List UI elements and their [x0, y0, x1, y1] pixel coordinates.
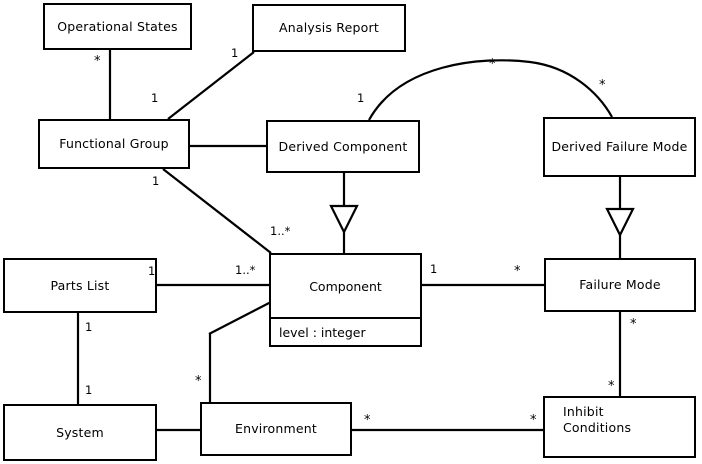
class-name-derived-component: Derived Component: [278, 138, 408, 154]
multiplicity-failure-mode-component: *: [514, 264, 521, 279]
multiplicity-failure-mode-inhibit-conditions: *: [630, 317, 637, 332]
multiplicity-component-functional-group: 1..*: [270, 224, 291, 238]
class-box-functional-group[interactable]: Functional Group: [38, 119, 190, 169]
multiplicity-parts-list-system: 1: [85, 320, 93, 334]
class-attribute-component-level: level : integer: [279, 324, 366, 340]
class-name-parts-list: Parts List: [50, 277, 110, 293]
edge-functional-group-component: [162, 168, 272, 254]
class-name-component: Component: [271, 255, 420, 319]
multiplicity-functional-group-analysis-report: 1: [151, 91, 159, 105]
edge-functional-group-analysis-report: [167, 51, 255, 120]
multiplicity-analysis-report-functional-group: 1: [231, 46, 239, 60]
multiplicity-parts-list-component: 1: [148, 264, 156, 278]
class-name-operational-states: Operational States: [57, 18, 178, 34]
class-name-functional-group: Functional Group: [59, 136, 169, 152]
class-box-component[interactable]: Component level : integer: [269, 253, 422, 347]
multiplicity-functional-group-derived-component: 1: [357, 91, 365, 105]
class-name-analysis-report: Analysis Report: [279, 20, 379, 36]
multiplicity-environment-component: *: [195, 374, 202, 389]
class-name-derived-failure-mode: Derived Failure Mode: [551, 139, 688, 155]
class-box-derived-failure-mode[interactable]: Derived Failure Mode: [543, 117, 696, 177]
multiplicity-functional-group-component: 1: [152, 174, 160, 188]
edge-environment-component-diagonal: [208, 301, 272, 335]
multiplicity-derived-failure-mode-arc-right: *: [599, 78, 606, 93]
multiplicity-component-failure-mode: 1: [430, 262, 438, 276]
class-name-system: System: [56, 424, 104, 440]
edge-derived-component-derived-failure-mode: [368, 59, 613, 121]
class-box-environment[interactable]: Environment: [200, 402, 352, 456]
class-name-environment: Environment: [234, 421, 318, 437]
multiplicity-derived-component-arc-left: *: [489, 57, 496, 72]
class-name-inhibit-conditions: Inhibit Conditions: [563, 404, 632, 435]
class-box-parts-list[interactable]: Parts List: [3, 258, 157, 313]
class-box-system[interactable]: System: [3, 404, 157, 461]
multiplicity-environment-inhibit-conditions: *: [364, 413, 371, 428]
multiplicity-component-parts-list: 1..*: [235, 263, 256, 277]
class-box-inhibit-conditions[interactable]: Inhibit Conditions: [543, 396, 696, 458]
generalization-triangle-failure-mode: [605, 207, 635, 238]
multiplicity-operational-states-functional-group: *: [94, 54, 101, 69]
class-box-derived-component[interactable]: Derived Component: [266, 120, 420, 173]
class-box-operational-states[interactable]: Operational States: [43, 3, 192, 50]
multiplicity-system-parts-list: 1: [85, 383, 93, 397]
class-name-failure-mode: Failure Mode: [579, 277, 661, 293]
generalization-triangle-component: [329, 204, 359, 235]
class-box-analysis-report[interactable]: Analysis Report: [252, 4, 406, 52]
class-box-failure-mode[interactable]: Failure Mode: [544, 258, 696, 312]
multiplicity-inhibit-conditions-environment: *: [530, 413, 537, 428]
multiplicity-inhibit-conditions-failure-mode: *: [608, 379, 615, 394]
